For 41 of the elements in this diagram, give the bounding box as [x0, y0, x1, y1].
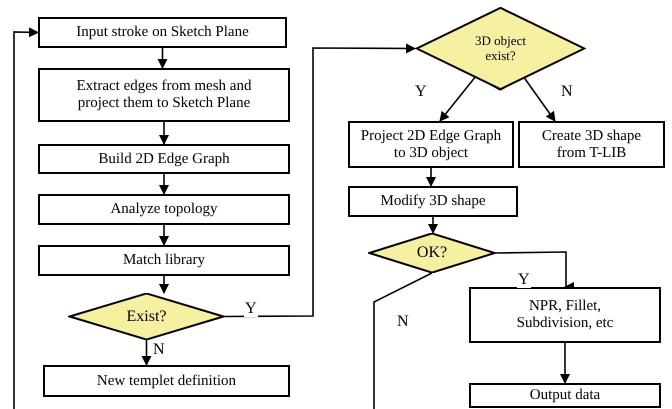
- node-text: 3D object exist?: [474, 34, 527, 64]
- arrow: [159, 174, 169, 195]
- process-box: [38, 194, 290, 225]
- edge-label: Y: [517, 272, 531, 288]
- arrow: [13, 27, 39, 409]
- decision-diamond: [368, 233, 496, 273]
- node-text: NPR, Fillet, Subdivision, etc: [516, 298, 614, 332]
- process-box: [38, 144, 290, 174]
- arrow: [158, 48, 168, 69]
- process-box: [38, 17, 287, 48]
- node-text: Build 2D Edge Graph: [98, 150, 230, 168]
- node-text: OK?: [416, 244, 448, 262]
- node-text: Output data: [530, 387, 600, 404]
- connector-line: [373, 272, 432, 409]
- node-text: Analyze topology: [110, 201, 218, 218]
- process-box: [43, 365, 290, 397]
- node-text: New templet definition: [96, 372, 236, 390]
- process-box: [348, 121, 514, 168]
- decision-diamond: [68, 293, 225, 340]
- process-box: [469, 287, 661, 343]
- arrow: [159, 122, 169, 145]
- arrow: [159, 225, 169, 246]
- process-box: [469, 383, 661, 408]
- arrow: [159, 276, 169, 294]
- arrow: [142, 340, 152, 366]
- arrow: [428, 217, 438, 234]
- arrow: [560, 343, 570, 384]
- node-text: Match library: [122, 252, 206, 269]
- node-text: Input stroke on Sketch Plane: [76, 24, 249, 41]
- process-box: [518, 121, 665, 168]
- edge-label: Y: [244, 301, 258, 317]
- node-text: Project 2D Edge Graph to 3D object: [360, 128, 502, 162]
- node-text: Modify 3D shape: [380, 193, 486, 210]
- process-box: [348, 186, 518, 217]
- node-text: Create 3D shape from T-LIB: [540, 128, 642, 162]
- process-box: [38, 68, 290, 122]
- arrow: [225, 43, 416, 318]
- node-text: Extract edges from mesh and project them to Sketch Plane: [76, 78, 252, 112]
- node-text: Exist?: [126, 308, 166, 326]
- arrow: [426, 168, 436, 187]
- process-box: [38, 245, 290, 276]
